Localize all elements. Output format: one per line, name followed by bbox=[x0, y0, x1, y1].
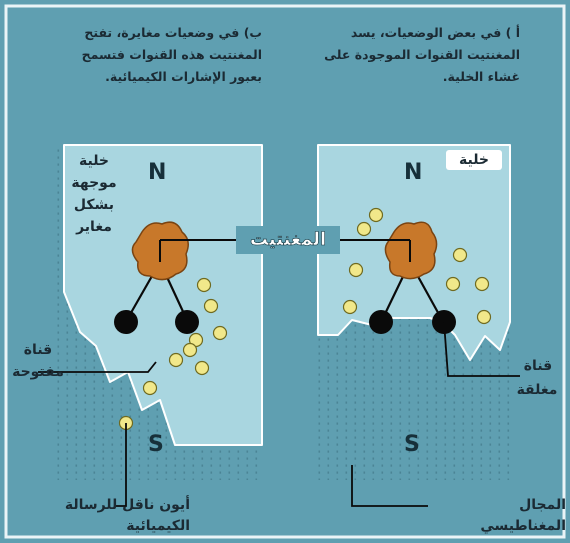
ion bbox=[348, 262, 364, 278]
cell-left bbox=[63, 144, 263, 446]
cell-right-label: خلية bbox=[446, 150, 502, 170]
ion bbox=[368, 207, 384, 223]
ions-right bbox=[342, 207, 492, 325]
channel-gate-left-a bbox=[114, 310, 138, 334]
ion bbox=[212, 325, 228, 341]
open-channel-label-1: قناة bbox=[23, 342, 53, 358]
north-pole-left: N bbox=[148, 160, 167, 185]
channel-gate-left-b bbox=[175, 310, 199, 334]
open-channel-label-2: مفتوحة bbox=[12, 364, 64, 380]
ion bbox=[194, 360, 210, 376]
cell-left-label-2: موجهة bbox=[71, 175, 117, 191]
cell-left-label-3: بشكل bbox=[73, 197, 115, 213]
ions-left bbox=[118, 277, 228, 431]
magnetite-label: المغنتيت bbox=[236, 226, 340, 254]
ion bbox=[474, 276, 490, 292]
ion bbox=[342, 299, 358, 315]
ion bbox=[445, 276, 461, 292]
closed-channel-label-1: قناة bbox=[523, 358, 553, 374]
ion bbox=[476, 309, 492, 325]
ion bbox=[182, 342, 198, 358]
ion-leader bbox=[114, 423, 127, 507]
ion bbox=[196, 277, 212, 293]
closed-channel-leader bbox=[443, 321, 520, 377]
open-channel-leader bbox=[38, 361, 157, 373]
panel-border bbox=[4, 4, 566, 539]
ion bbox=[142, 380, 158, 396]
ion bbox=[168, 352, 184, 368]
ion bbox=[452, 247, 468, 263]
ion-label: أيون ناقل للرسالة الكيميائية bbox=[64, 497, 190, 534]
south-pole-right: S bbox=[404, 432, 420, 457]
cell-left-label-1: خلية bbox=[78, 153, 109, 169]
cell-left-label-4: مغاير bbox=[76, 219, 112, 235]
caption-b: ب) في وضعيات مغايرة، تفتح المغنتيت هذه ا… bbox=[81, 25, 262, 84]
north-pole-right: N bbox=[404, 160, 423, 185]
magnetic-field-label: المجال المغناطيسي bbox=[480, 497, 566, 534]
ion bbox=[203, 298, 219, 314]
south-pole-left: S bbox=[148, 432, 164, 457]
caption-a: أ ) في بعض الوضعيات، يسد المغنتيت القنوا… bbox=[324, 25, 520, 84]
closed-channel-label-2: مغلقة bbox=[516, 382, 558, 398]
channel-gate-right-a bbox=[369, 310, 393, 334]
ion bbox=[356, 221, 372, 237]
field-leader bbox=[351, 465, 428, 507]
